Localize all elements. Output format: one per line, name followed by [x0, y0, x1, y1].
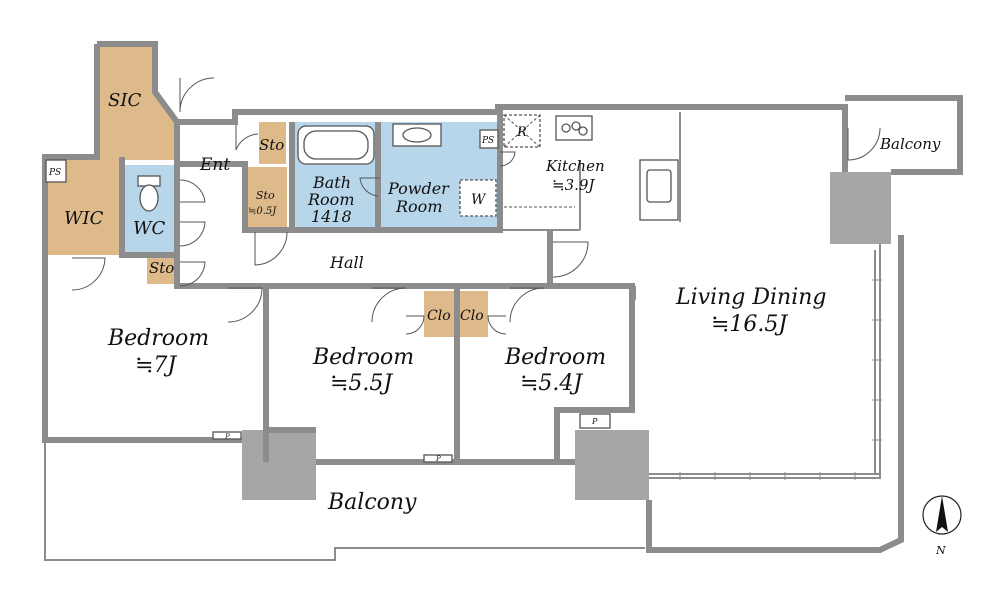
interior-walls [119, 107, 681, 462]
compass-north-label: N [935, 544, 946, 557]
column-1 [242, 430, 316, 500]
bed2-label: Bedroom [312, 345, 414, 370]
sic-label: SIC [108, 90, 141, 111]
fridge-label: R [516, 125, 527, 140]
window-ticks [679, 279, 882, 480]
bath-label-2: Room [307, 190, 354, 209]
sto-small-label: Sto [256, 189, 275, 202]
powder-label-1: Powder [387, 179, 450, 198]
north-arrow-icon [936, 496, 948, 532]
bed1-label: Bedroom [107, 326, 209, 351]
pipe-box-1 [212, 431, 242, 440]
balcony-small-label: Balcony [879, 135, 941, 153]
pipe-label-2: P [435, 455, 441, 463]
sto-wc-label: Sto [149, 259, 174, 277]
wic-label: WIC [64, 208, 104, 229]
ent-label: Ent [199, 155, 230, 175]
sto-ent-label: Sto [259, 136, 284, 154]
bath-label-1: Bath [312, 173, 351, 192]
pipe-label-3: P [591, 417, 598, 426]
clo2-label: Clo [460, 308, 484, 324]
bed3-label: Bedroom [504, 345, 606, 370]
sic-area [97, 44, 177, 160]
toilet-icon [137, 175, 161, 212]
column-3 [830, 172, 891, 244]
bed3-size: ≒5.4J [520, 371, 583, 396]
clo2-area [457, 291, 488, 337]
ps-kitchen-box [479, 129, 499, 149]
washer-box [459, 179, 497, 217]
sink-basin [402, 127, 432, 143]
kitchen-size: ≒3.9J [552, 176, 595, 194]
sto-small-area [245, 167, 287, 229]
bath-label-3: 1418 [311, 207, 352, 226]
bed2-size: ≒5.5J [330, 371, 393, 396]
bathtub-inner [303, 130, 369, 160]
balcony-main-label: Balcony [327, 490, 417, 515]
pipe-box-3 [579, 413, 611, 429]
pipe-box-2 [423, 454, 453, 463]
ps-left-label: PS [48, 168, 61, 178]
powder-label-2: Room [395, 197, 442, 216]
kitchen-sink [646, 169, 672, 203]
hall-label: Hall [329, 253, 364, 272]
ps-left-box [45, 159, 67, 183]
sto-small-size: ≒0.5J [248, 206, 277, 217]
clo1-label: Clo [427, 308, 451, 324]
wc-label: WC [133, 218, 166, 239]
washer-label: W [471, 192, 487, 208]
stove-icon [555, 115, 593, 141]
pipe-label-1: P [224, 433, 230, 441]
columns [242, 172, 891, 500]
compass: N [922, 495, 962, 557]
ps-kitchen-label: PS [481, 136, 494, 146]
fixtures [45, 114, 679, 463]
bed1-size: ≒7J [135, 353, 177, 378]
clo1-area [424, 291, 455, 337]
sto-ent-area [259, 122, 286, 164]
living-size: ≒16.5J [711, 312, 788, 337]
sto-wc-area [147, 254, 176, 284]
column-2 [575, 430, 649, 500]
living-label: Living Dining [675, 285, 827, 310]
door-swings [71, 77, 881, 335]
room-labels: SIC PS WIC WC Sto Ent Sto Sto ≒0.5J Bath… [48, 90, 941, 515]
kitchen-label: Kitchen [545, 157, 605, 175]
